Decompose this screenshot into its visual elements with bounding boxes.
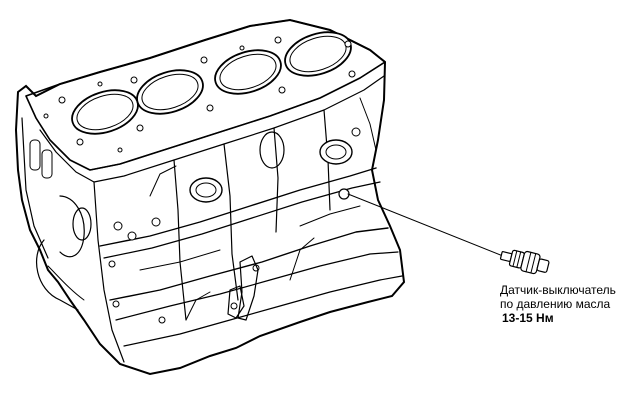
engine-block	[14, 18, 406, 376]
side-face	[93, 97, 403, 363]
leader-line	[347, 193, 509, 259]
torque-value: 13-15 Нм	[502, 311, 554, 325]
front-face	[21, 117, 92, 311]
head-bolt-holes	[43, 36, 356, 153]
sensor-callout: Датчик-выключатель по давлению масла 13-…	[500, 283, 616, 325]
callout-line-2: по давлению масла	[500, 297, 611, 311]
cylinder-bores	[71, 31, 352, 135]
oil-pressure-sensor	[499, 249, 550, 275]
callout-line-1: Датчик-выключатель	[500, 283, 616, 297]
